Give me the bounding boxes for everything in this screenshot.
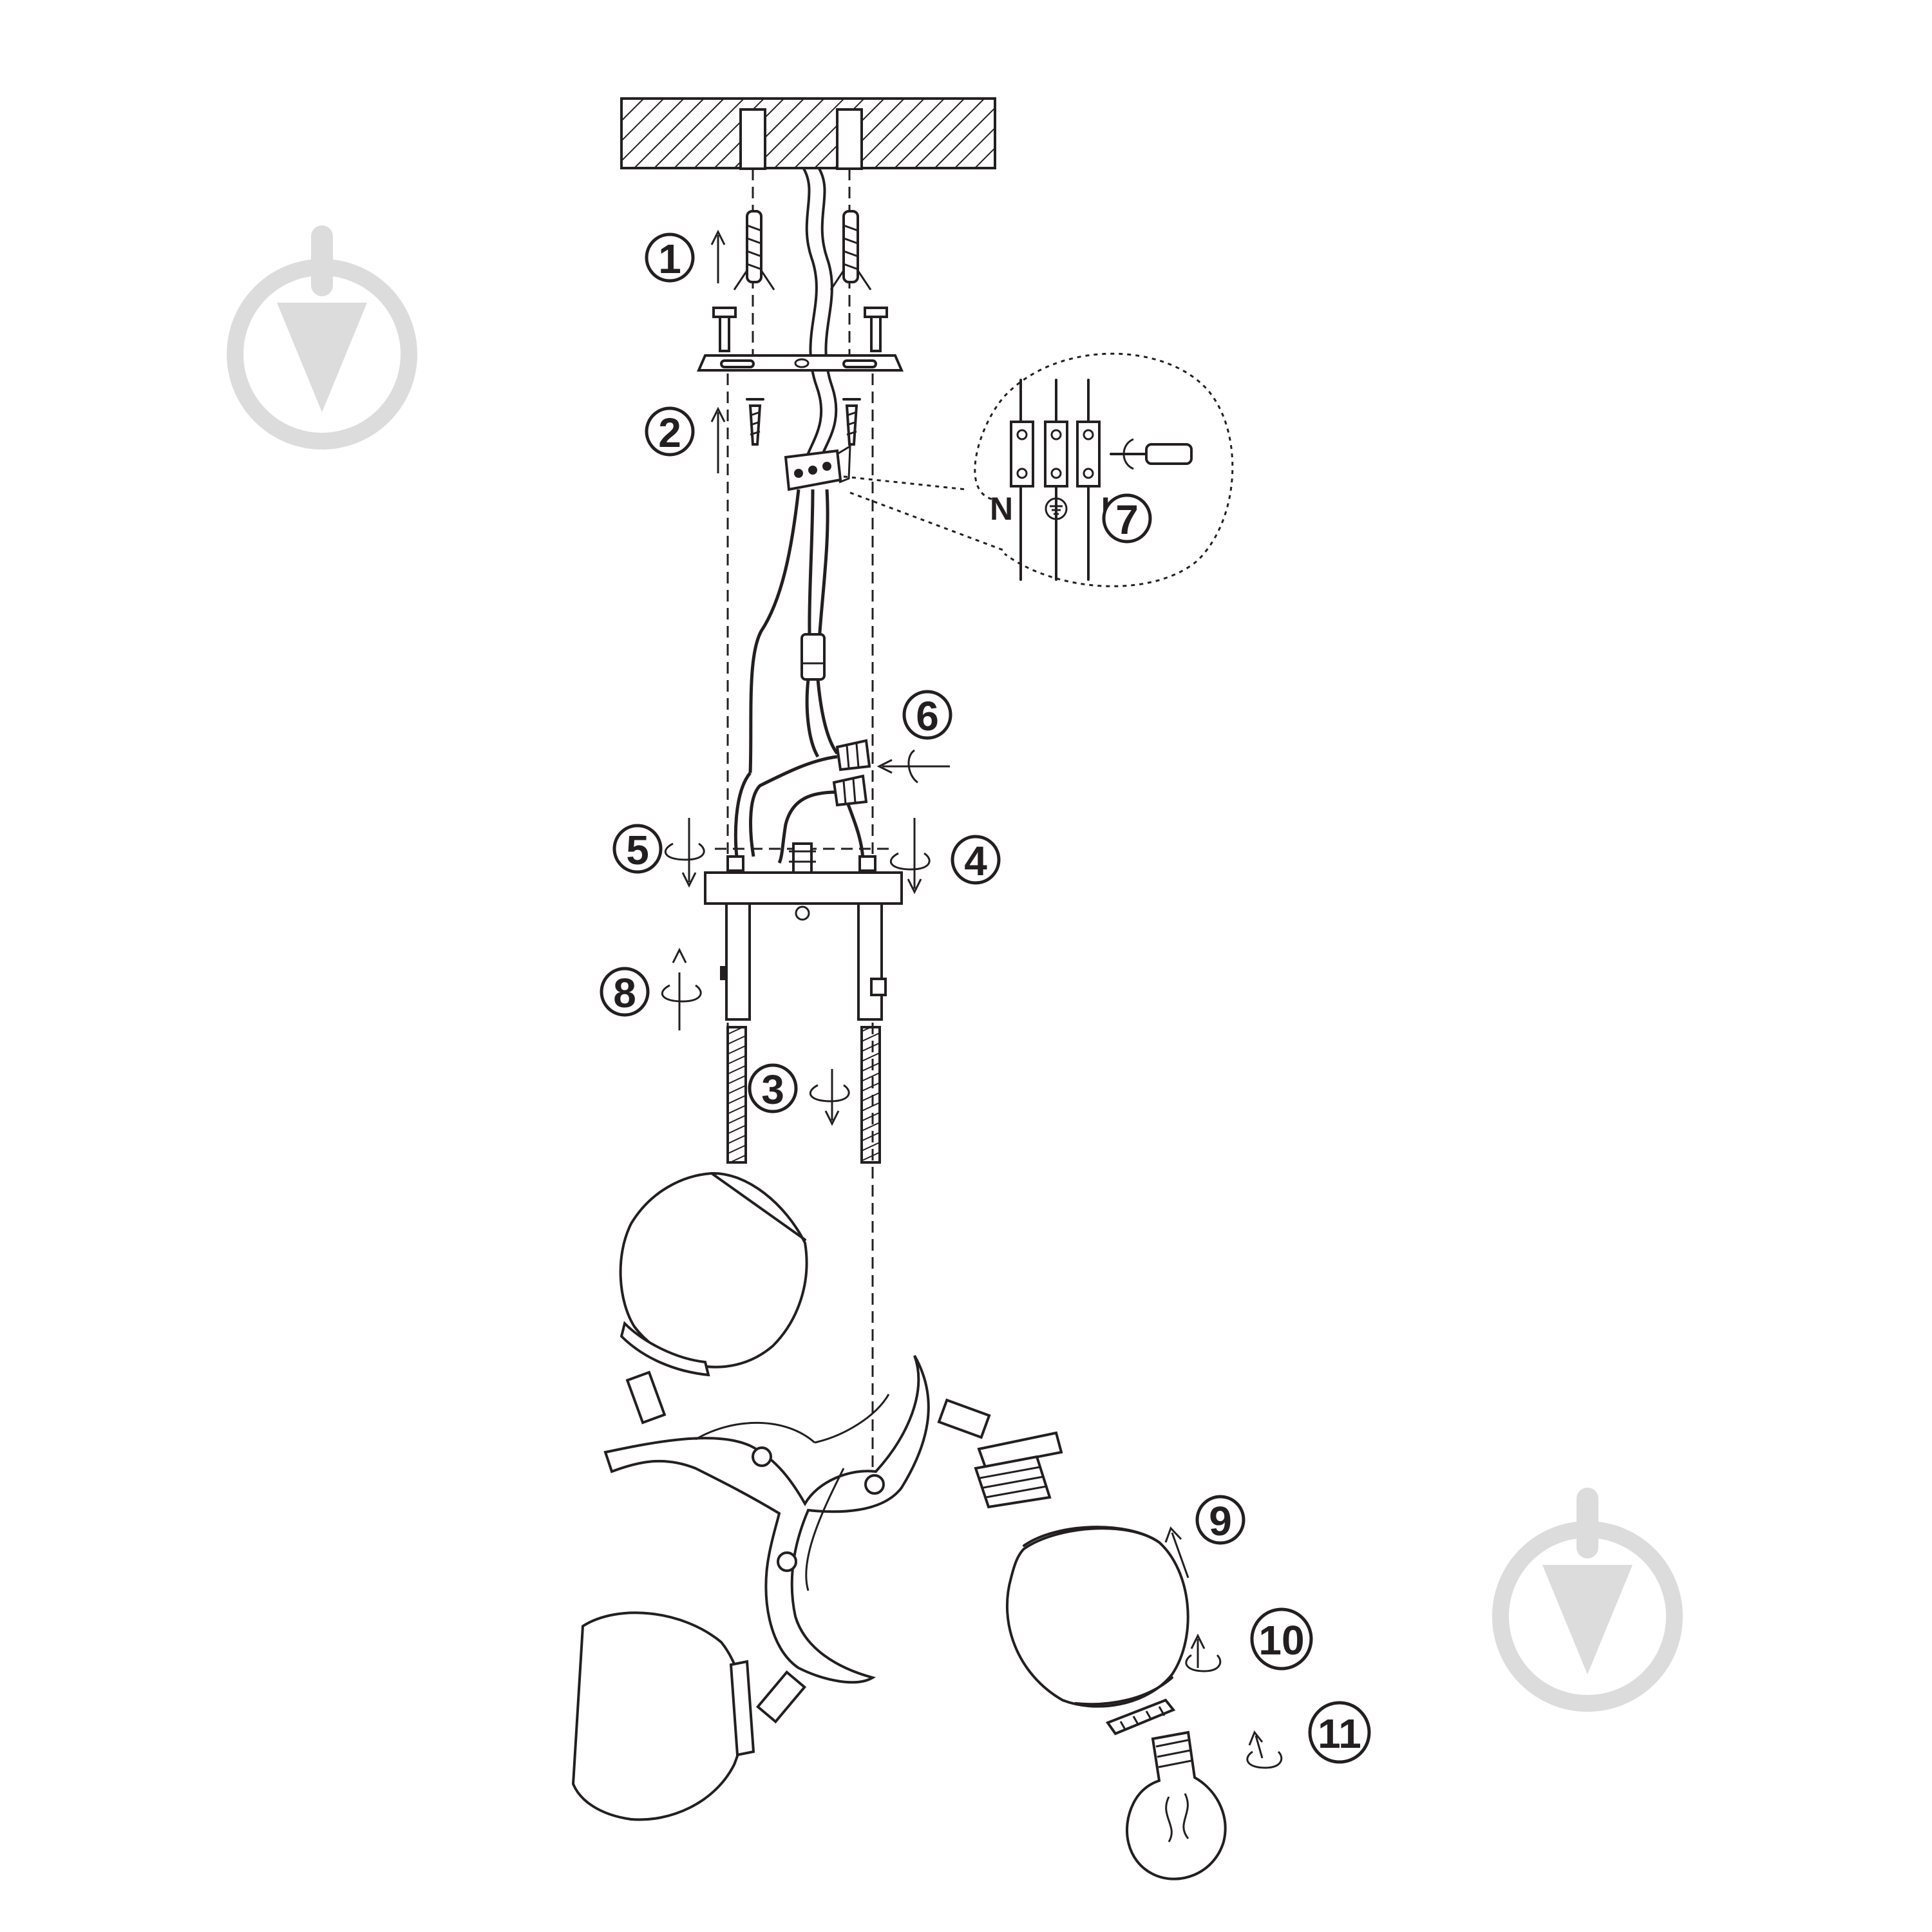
watermark-logo-left — [227, 225, 417, 450]
arrow-icons — [661, 229, 1283, 1769]
neutral-terminal-label: N — [990, 491, 1013, 527]
svg-text:11: 11 — [1318, 1710, 1361, 1757]
svg-text:1: 1 — [658, 236, 681, 282]
glass-shade-detached — [1005, 1526, 1189, 1708]
lamp-socket-icon — [937, 1398, 1063, 1509]
light-bulb-icon — [1126, 1730, 1227, 1880]
threaded-rod — [726, 1026, 881, 1164]
step-8: 8 — [600, 967, 650, 1017]
svg-text:3: 3 — [761, 1066, 784, 1113]
screw-icon — [712, 307, 888, 352]
svg-text:8: 8 — [613, 970, 636, 1016]
terminal-block — [784, 444, 851, 491]
svg-text:4: 4 — [964, 838, 987, 884]
step-11: 11 — [1308, 1701, 1371, 1764]
svg-text:5: 5 — [626, 827, 649, 873]
mounting-bracket — [696, 354, 904, 372]
step-6: 6 — [902, 690, 952, 740]
wall-plug-icon — [733, 210, 872, 290]
canopy — [704, 842, 903, 1021]
shade-ring-icon — [1105, 1698, 1176, 1736]
screw-icon-lower — [746, 398, 861, 446]
svg-text:7: 7 — [1115, 497, 1139, 543]
cable-wires — [734, 489, 865, 864]
step-1: 1 — [645, 232, 695, 283]
glass-shade-top — [619, 1171, 808, 1425]
step-2: 2 — [645, 406, 695, 457]
ceiling — [620, 97, 996, 465]
step-4: 4 — [951, 835, 1001, 885]
step-7: 7 — [1102, 493, 1152, 544]
svg-text:2: 2 — [658, 410, 681, 456]
screwdriver-icon — [1110, 438, 1193, 470]
terminal-detail-callout: N L — [843, 352, 1234, 587]
wire-connector-icon — [832, 739, 871, 807]
watermark-logo-right — [1492, 1488, 1683, 1712]
svg-text:10: 10 — [1258, 1617, 1304, 1663]
step-10: 10 — [1250, 1607, 1313, 1671]
lamp-arm-frame — [603, 1355, 930, 1684]
earth-symbol-icon — [1045, 497, 1068, 520]
svg-text:6: 6 — [916, 693, 939, 739]
svg-text:9: 9 — [1209, 1498, 1232, 1544]
step-5: 5 — [612, 824, 663, 874]
glass-shade-bottom — [571, 1611, 807, 1821]
step-9: 9 — [1195, 1495, 1245, 1545]
step-3: 3 — [748, 1063, 798, 1113]
